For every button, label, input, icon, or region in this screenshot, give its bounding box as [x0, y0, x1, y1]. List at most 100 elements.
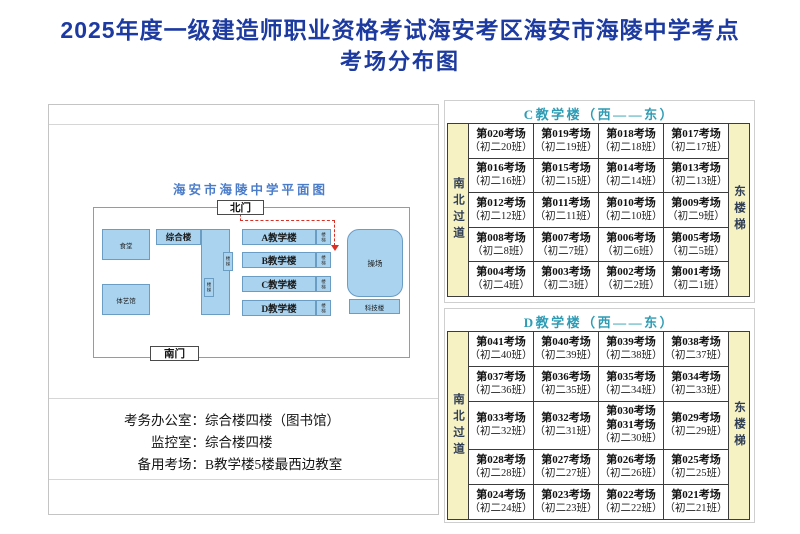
- science-building: 科技楼: [349, 299, 400, 314]
- building-c-table-section: C教学楼（西——东） 南北过道东楼梯第020考场（初二20班）第019考场（初二…: [444, 100, 755, 303]
- route-arrowhead-icon: [331, 245, 339, 251]
- room-number: 第019考场: [541, 127, 591, 140]
- class-name: （初二4班）: [472, 280, 530, 292]
- class-name: （初二19班）: [534, 141, 598, 153]
- building-d-table-section: D教学楼（西——东） 南北过道东楼梯第041考场（初二40班）第040考场（初二…: [444, 308, 755, 523]
- class-name: （初二11班）: [534, 210, 598, 222]
- teaching-building-a: A教学楼: [242, 229, 316, 245]
- room-number: 第040考场: [541, 336, 591, 349]
- stairs-box: 楼梯: [223, 252, 233, 271]
- class-name: （初二26班）: [599, 467, 663, 479]
- exam-room-cell: 第005考场（初二5班）: [664, 227, 728, 262]
- exam-room-cell: 第025考场（初二25班）: [664, 449, 728, 484]
- teaching-building-d: D教学楼: [242, 300, 316, 316]
- exam-room-cell: 第037考场（初二36班）: [469, 367, 533, 402]
- exam-room-cell: 第026考场（初二26班）: [599, 449, 663, 484]
- class-name: （初二33班）: [664, 385, 728, 397]
- class-name: （初二27班）: [534, 467, 598, 479]
- exam-room-cell: 第020考场（初二20班）: [469, 124, 533, 158]
- room-number: 第031考场: [606, 419, 656, 432]
- route-arrow: [240, 214, 241, 221]
- room-number: 第005考场: [671, 231, 721, 244]
- exam-room-cell: 第014考场（初二14班）: [599, 158, 663, 193]
- room-number: 第002考场: [606, 266, 656, 279]
- campus-map-panel: 海安市海陵中学平面图 北门 南门 食堂 体艺馆 综合楼 楼梯 楼梯 A教学楼 楼…: [48, 104, 439, 515]
- north-gate: 北门: [217, 200, 264, 215]
- room-number: 第004考场: [476, 266, 526, 279]
- exam-room-cell: 第011考场（初二11班）: [534, 193, 598, 227]
- class-name: （初二12班）: [469, 210, 533, 222]
- exam-room-cell: 第008考场（初二8班）: [469, 227, 533, 262]
- exam-room-cell: 第013考场（初二13班）: [664, 158, 728, 193]
- room-number: 第041考场: [476, 336, 526, 349]
- room-number: 第020考场: [476, 127, 526, 140]
- room-number: 第037考场: [476, 371, 526, 384]
- class-name: （初二28班）: [469, 467, 533, 479]
- class-name: （初二6班）: [602, 245, 660, 257]
- building-d-table-title: D教学楼（西——东）: [523, 315, 676, 330]
- stairs-label: 东楼梯: [733, 400, 745, 451]
- class-name: （初二34班）: [599, 385, 663, 397]
- exam-room-cell: 第032考场（初二31班）: [534, 402, 598, 449]
- room-number: 第009考场: [671, 196, 721, 209]
- exam-room-cell: 第034考场（初二33班）: [664, 367, 728, 402]
- class-name: （初二7班）: [537, 245, 595, 257]
- divider: [49, 479, 438, 480]
- route-arrow: [240, 220, 335, 221]
- exam-room-cell: 第003考场（初二3班）: [534, 262, 598, 296]
- room-number: 第038考场: [671, 336, 721, 349]
- exam-room-cell: 第019考场（初二19班）: [534, 124, 598, 158]
- exam-room-cell: 第002考场（初二2班）: [599, 262, 663, 296]
- exam-room-cell: 第004考场（初二4班）: [469, 262, 533, 296]
- exam-room-cell: 第009考场（初二9班）: [664, 193, 728, 227]
- class-name: （初二39班）: [534, 350, 598, 362]
- stairs-box: 楼梯: [316, 276, 331, 292]
- class-name: （初二31班）: [534, 426, 598, 438]
- class-name: （初二22班）: [599, 502, 663, 514]
- canteen-building: 食堂: [102, 229, 150, 260]
- exam-room-cell: 第016考场（初二16班）: [469, 158, 533, 193]
- class-name: （初二8班）: [472, 245, 530, 257]
- room-number: 第006考场: [606, 231, 656, 244]
- building-d-room-grid: 南北过道东楼梯第041考场（初二40班）第040考场（初二39班）第039考场（…: [447, 331, 750, 520]
- class-name: （初二9班）: [667, 210, 725, 222]
- class-name: （初二16班）: [469, 176, 533, 188]
- teaching-building-c: C教学楼: [242, 276, 316, 292]
- stairs-label-column: 东楼梯: [729, 332, 749, 519]
- stairs-icon: 楼梯: [321, 254, 327, 266]
- room-number: 第013考场: [671, 162, 721, 175]
- divider: [49, 124, 438, 125]
- route-arrow: [334, 220, 335, 246]
- stairs-box: 楼梯: [316, 300, 331, 316]
- exam-room-cell: 第033考场（初二32班）: [469, 402, 533, 449]
- exam-room-cell: 第039考场（初二38班）: [599, 332, 663, 367]
- exam-room-cell: 第022考场（初二22班）: [599, 484, 663, 519]
- campus-map-title: 海安市海陵中学平面图: [172, 183, 328, 197]
- class-name: （初二32班）: [469, 426, 533, 438]
- class-name: （初二18班）: [599, 141, 663, 153]
- exam-room-cell: 第028考场（初二28班）: [469, 449, 533, 484]
- note-exam-office: 考务办公室： 综合楼四楼（图书馆）: [77, 410, 417, 432]
- room-number: 第039考场: [606, 336, 656, 349]
- exam-notes: 考务办公室： 综合楼四楼（图书馆） 监控室： 综合楼四楼 备用考场： B教学楼5…: [77, 410, 417, 476]
- class-name: （初二38班）: [599, 350, 663, 362]
- room-number: 第016考场: [476, 162, 526, 175]
- class-name: （初二40班）: [469, 350, 533, 362]
- class-name: （初二29班）: [664, 426, 728, 438]
- exam-room-cell: 第001考场（初二1班）: [664, 262, 728, 296]
- class-name: （初二1班）: [667, 280, 725, 292]
- room-number: 第012考场: [476, 196, 526, 209]
- class-name: （初二25班）: [664, 467, 728, 479]
- sports-hall-building: 体艺馆: [102, 284, 150, 315]
- aisle-label-column: 南北过道: [448, 124, 468, 296]
- exam-room-cell: 第006考场（初二6班）: [599, 227, 663, 262]
- room-number: 第008考场: [476, 231, 526, 244]
- class-name: （初二30班）: [599, 433, 663, 445]
- building-c-room-grid: 南北过道东楼梯第020考场（初二20班）第019考场（初二19班）第018考场（…: [447, 123, 750, 297]
- class-name: （初二3班）: [537, 280, 595, 292]
- complex-building: 综合楼: [156, 229, 201, 245]
- room-number: 第011考场: [541, 196, 591, 209]
- class-name: （初二20班）: [469, 141, 533, 153]
- page-title-line2: 考场分布图: [339, 49, 460, 74]
- exam-room-cell: 第040考场（初二39班）: [534, 332, 598, 367]
